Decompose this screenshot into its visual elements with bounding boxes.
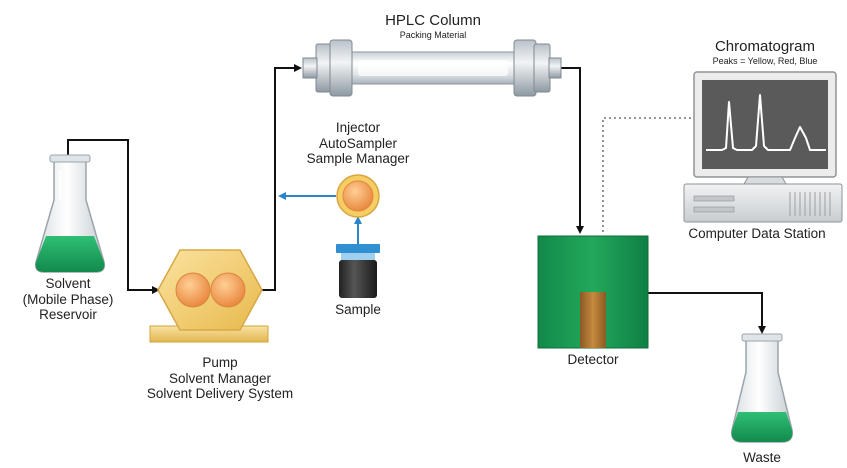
detector bbox=[537, 235, 649, 349]
tube-column-to-detector bbox=[560, 67, 584, 234]
injector-label-line-3: Sample Manager bbox=[306, 151, 410, 167]
computer bbox=[683, 71, 843, 223]
tube-pump-to-column bbox=[258, 64, 302, 291]
reservoir-liquid bbox=[35, 236, 105, 272]
waste-flask bbox=[730, 333, 794, 443]
pump-label-line-1: Pump bbox=[202, 355, 238, 370]
column-title: HPLC Column bbox=[385, 12, 481, 29]
data-signal-line bbox=[602, 117, 693, 232]
solvent-reservoir-flask bbox=[34, 154, 106, 273]
computer-case bbox=[683, 183, 843, 223]
sample-vial bbox=[336, 244, 380, 298]
waste-label: Waste bbox=[743, 450, 781, 465]
chromatogram-subtitle: Peaks = Yellow, Red, Blue bbox=[712, 56, 818, 66]
reservoir-label-line-3: Reservoir bbox=[39, 307, 97, 323]
pump-label: Pump Solvent Manager Solvent Delivery Sy… bbox=[130, 355, 310, 402]
injector-label-line-1: Injector bbox=[335, 120, 381, 135]
sample-label: Sample bbox=[335, 302, 381, 317]
pump-head-right bbox=[210, 272, 246, 308]
chromatogram-title: Chromatogram bbox=[714, 38, 816, 55]
pump-head-left bbox=[175, 272, 211, 308]
reservoir-label-line-1: Solvent bbox=[45, 276, 91, 291]
pump bbox=[149, 249, 269, 343]
waste-liquid bbox=[731, 412, 793, 442]
detector-label: Detector bbox=[567, 352, 619, 367]
pump-label-line-3: Solvent Delivery System bbox=[146, 386, 294, 402]
hplc-column bbox=[302, 39, 562, 97]
pump-label-line-2: Solvent Manager bbox=[168, 370, 272, 386]
injector-label: Injector AutoSampler Sample Manager bbox=[298, 120, 418, 167]
reservoir-label: Solvent (Mobile Phase) Reservoir bbox=[18, 276, 118, 323]
reservoir-label-line-2: (Mobile Phase) bbox=[22, 291, 114, 307]
computer-label: Computer Data Station bbox=[688, 226, 826, 241]
detector-flow-cell bbox=[580, 292, 606, 348]
injector-label-line-2: AutoSampler bbox=[318, 135, 398, 151]
column-subtitle: Packing Material bbox=[399, 30, 467, 40]
injector bbox=[336, 174, 380, 218]
tube-detector-to-waste bbox=[648, 292, 766, 334]
chromatogram-trace bbox=[706, 94, 826, 151]
monitor-screen bbox=[702, 80, 828, 169]
